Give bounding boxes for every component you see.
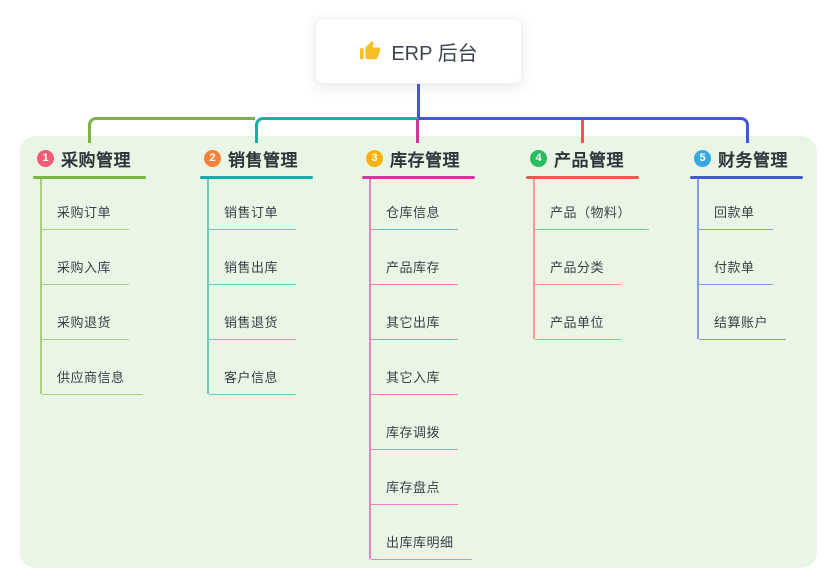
branch-title-label: 产品管理 [554, 151, 624, 170]
node-settlement-account[interactable]: 结算账户 [699, 314, 787, 340]
node-purchase-return[interactable]: 采购退货 [42, 314, 130, 340]
branch-purchase-children: 采购订单 采购入库 采购退货 供应商信息 [40, 179, 143, 395]
branch-title-label: 销售管理 [228, 151, 298, 170]
node-payment-doc[interactable]: 付款单 [699, 259, 773, 285]
branch-underline [362, 176, 475, 179]
thumbs-up-icon [360, 40, 381, 60]
connector-branch2-elbow [255, 117, 418, 143]
branch-sales-children: 销售订单 销售出库 销售退货 客户信息 [207, 179, 297, 395]
node-other-outbound[interactable]: 其它出库 [371, 314, 459, 340]
connector-branch4-drop [581, 120, 584, 143]
branch-underline [690, 176, 803, 179]
node-customer-info[interactable]: 客户信息 [209, 369, 297, 395]
branch-purchase: 1 采购管理 采购订单 采购入库 采购退货 供应商信息 [33, 148, 146, 395]
branch-finance: 5 财务管理 回款单 付款单 结算账户 [690, 148, 803, 340]
branch-title-label: 财务管理 [718, 151, 788, 170]
node-product-category[interactable]: 产品分类 [535, 259, 623, 285]
branch-sales: 2 销售管理 销售订单 销售出库 销售退货 客户信息 [200, 148, 313, 395]
root-node-label: ERP 后台 [391, 42, 478, 65]
branch-purchase-title[interactable]: 1 采购管理 [33, 148, 146, 170]
node-sales-return[interactable]: 销售退货 [209, 314, 297, 340]
branch-finance-children: 回款单 付款单 结算账户 [697, 179, 787, 340]
node-outbound-detail[interactable]: 出库库明细 [371, 534, 472, 560]
branch-underline [200, 176, 313, 179]
node-purchase-order[interactable]: 采购订单 [42, 204, 130, 230]
node-purchase-inbound[interactable]: 采购入库 [42, 259, 130, 285]
node-product-stock[interactable]: 产品库存 [371, 259, 459, 285]
branch-finance-title[interactable]: 5 财务管理 [690, 148, 803, 170]
node-warehouse-info[interactable]: 仓库信息 [371, 204, 459, 230]
branch-product: 4 产品管理 产品（物料） 产品分类 产品单位 [526, 148, 650, 340]
connector-branch1-elbow [88, 117, 255, 143]
badge-2: 2 [204, 150, 221, 167]
branch-inventory: 3 库存管理 仓库信息 产品库存 其它出库 其它入库 库存调拨 库存盘点 出库库… [362, 148, 475, 560]
branch-inventory-children: 仓库信息 产品库存 其它出库 其它入库 库存调拨 库存盘点 出库库明细 [369, 179, 472, 560]
node-sales-outbound[interactable]: 销售出库 [209, 259, 297, 285]
node-other-inbound[interactable]: 其它入库 [371, 369, 459, 395]
node-sales-order[interactable]: 销售订单 [209, 204, 297, 230]
branches-panel [20, 136, 817, 568]
node-stock-taking[interactable]: 库存盘点 [371, 479, 459, 505]
connector-root-vertical [417, 84, 420, 119]
branch-underline [33, 176, 146, 179]
badge-1: 1 [37, 150, 54, 167]
branch-title-label: 采购管理 [61, 151, 131, 170]
root-node[interactable]: ERP 后台 [315, 18, 522, 84]
connector-branch3-drop [416, 119, 419, 143]
branch-title-label: 库存管理 [390, 151, 460, 170]
branch-product-title[interactable]: 4 产品管理 [526, 148, 639, 170]
branch-sales-title[interactable]: 2 销售管理 [200, 148, 313, 170]
node-stock-transfer[interactable]: 库存调拨 [371, 424, 459, 450]
badge-3: 3 [366, 150, 383, 167]
badge-4: 4 [530, 150, 547, 167]
branch-product-children: 产品（物料） 产品分类 产品单位 [533, 179, 650, 340]
node-receipt-doc[interactable]: 回款单 [699, 204, 773, 230]
node-supplier-info[interactable]: 供应商信息 [42, 369, 143, 395]
connector-branch5-elbow [418, 117, 749, 143]
branch-underline [526, 176, 639, 179]
node-product-unit[interactable]: 产品单位 [535, 314, 623, 340]
badge-5: 5 [694, 150, 711, 167]
branch-inventory-title[interactable]: 3 库存管理 [362, 148, 475, 170]
node-product-material[interactable]: 产品（物料） [535, 204, 650, 230]
